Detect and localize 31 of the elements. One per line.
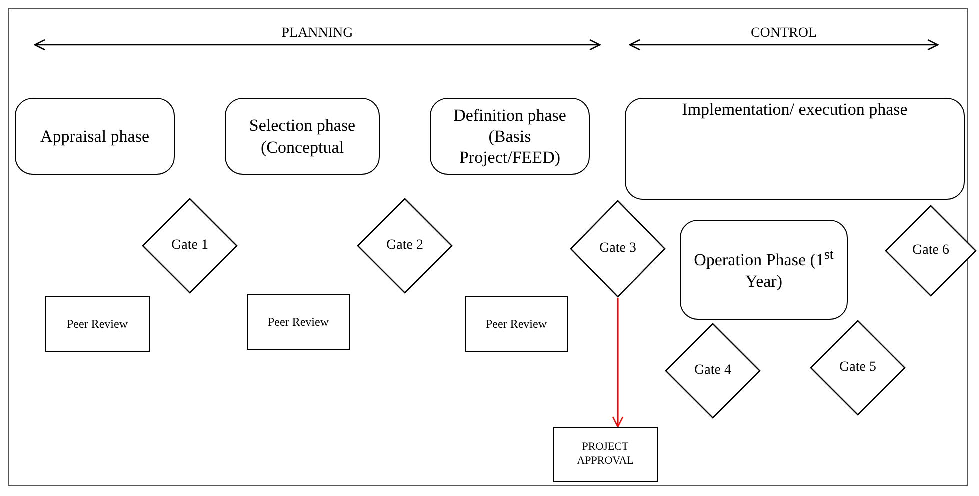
gate-label: Gate 2 (386, 237, 424, 255)
phase-label: Implementation/ execution phase (682, 99, 908, 120)
phase-label: Appraisal phase (40, 126, 150, 148)
phase-box (225, 98, 380, 175)
box-label: Peer Review (268, 314, 329, 330)
phase-box (430, 98, 590, 175)
box-label: Peer Review (67, 316, 128, 332)
gate-diamond (570, 200, 666, 298)
gate-diamond (885, 205, 977, 297)
phase-label: Definition phase (Basis Project/FEED) (452, 104, 568, 168)
gate-label: Gate 3 (600, 240, 636, 258)
review-box (553, 427, 658, 482)
box-label: Peer Review (486, 316, 547, 332)
gate-diamond (810, 320, 906, 416)
phase-box (680, 220, 848, 320)
gate-label: Gate 1 (172, 237, 208, 255)
phase-box (15, 98, 175, 175)
gate-label: Gate 6 (912, 242, 950, 260)
review-box (45, 296, 150, 352)
review-box (465, 296, 568, 352)
gate-diamond (357, 198, 453, 294)
review-box (247, 294, 350, 350)
gate-label: Gate 4 (694, 362, 732, 380)
phase-label: Selection phase (Conceptual (248, 115, 357, 158)
phase-label: Operation Phase (1$^{st}$ Year) (693, 247, 835, 293)
gate-diamond (665, 323, 761, 419)
arrow (612, 298, 624, 428)
phase-box (625, 98, 965, 200)
box-label: PROJECT APPROVAL (576, 440, 635, 468)
gate-label: Gate 5 (840, 359, 876, 377)
gate-diamond (142, 198, 238, 294)
